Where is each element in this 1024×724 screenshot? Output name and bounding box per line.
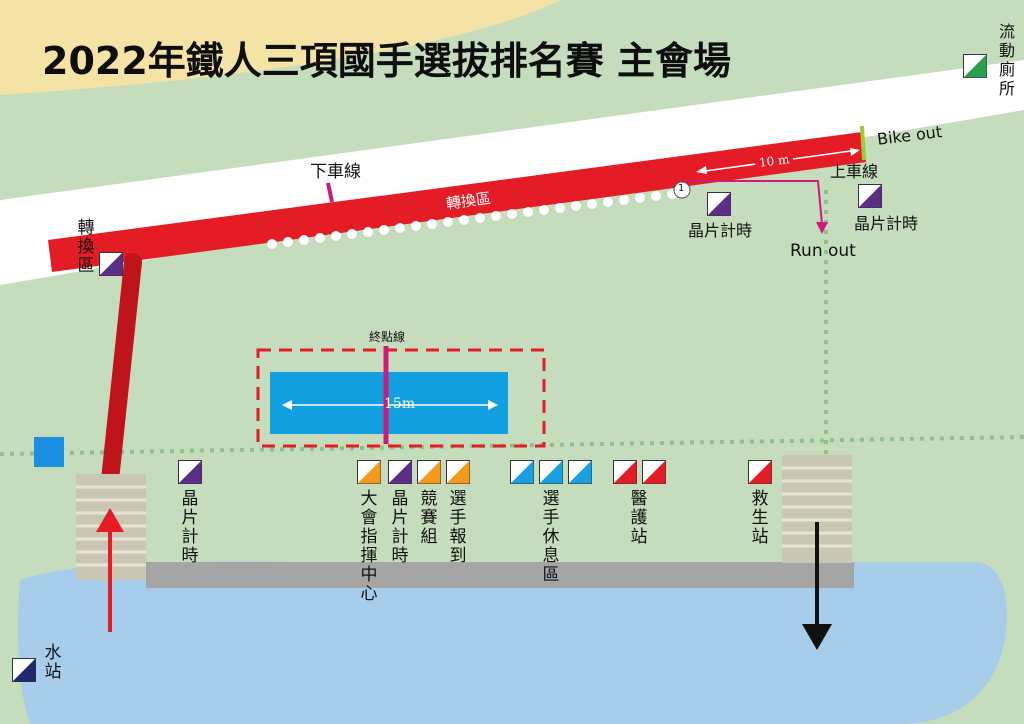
- chip-timing-top2-label: 晶片計時: [854, 214, 919, 233]
- chip-timing-bottom2-label: 晶片計時: [391, 489, 409, 566]
- transition-area-left-label: 轉換區: [77, 218, 95, 276]
- chip-timing-bottom1-flag: [178, 460, 202, 484]
- blue-square: [34, 437, 64, 467]
- command-center-label: 大會指揮中心: [360, 489, 378, 604]
- finish-pool: [270, 372, 508, 434]
- lifeguard-flag: [748, 460, 772, 484]
- marker-1: [673, 181, 691, 199]
- dismount-line-mark: [326, 182, 334, 203]
- transition-strip: [48, 132, 866, 272]
- finish-line-label: 終點線: [369, 330, 406, 344]
- athlete-rest-label: 選手休息區: [542, 489, 560, 585]
- lifeguard-station-label: 救生站: [751, 489, 769, 547]
- medical-flag-2: [642, 460, 666, 484]
- athlete-checkin-flag: [446, 460, 470, 484]
- medical-flag-1: [613, 460, 637, 484]
- bike-out-line: [860, 125, 866, 161]
- fifteen-m-label: 15m: [384, 396, 416, 412]
- water-station-label: 水站: [44, 643, 62, 682]
- chip-timing-top1-flag: [707, 192, 731, 216]
- athlete-checkin-label: 選手報到: [449, 489, 467, 566]
- command-center-flag: [357, 460, 381, 484]
- toilet-label: 流動廁所: [998, 22, 1015, 98]
- chip-timing-bottom2-flag: [388, 460, 412, 484]
- transition-left-flag: [99, 252, 123, 276]
- dismount-line-label: 下車線: [310, 162, 361, 182]
- mount-line-label: 上車線: [830, 162, 879, 181]
- finish-area-boundary: [256, 348, 546, 448]
- transition-dots: [267, 189, 677, 249]
- athlete-rest-flag-3: [568, 460, 592, 484]
- race-team-label: 競賽組: [420, 489, 438, 547]
- chip-timing-top2-flag: [858, 184, 882, 208]
- path-horizontal: [0, 435, 1024, 456]
- run-out-arrow: [686, 180, 823, 225]
- race-team-flag: [417, 460, 441, 484]
- lake: [18, 561, 1007, 724]
- pier: [146, 562, 854, 588]
- transition-ramp: [101, 253, 142, 489]
- athlete-rest-flag-1: [510, 460, 534, 484]
- chip-timing-bottom1-label: 晶片計時: [181, 489, 199, 566]
- athlete-rest-flag-2: [539, 460, 563, 484]
- run-out-label: Run out: [790, 241, 856, 261]
- medical-station-label: 醫護站: [630, 489, 648, 547]
- water-station-flag: [12, 658, 36, 682]
- marker-1-label: 1: [678, 183, 685, 194]
- map-title: 2022年鐵人三項國手選拔排名賽 主會場: [42, 39, 731, 83]
- chip-timing-top1-label: 晶片計時: [688, 221, 753, 240]
- sand-area: [0, 0, 560, 95]
- toilet-flag: [963, 54, 987, 78]
